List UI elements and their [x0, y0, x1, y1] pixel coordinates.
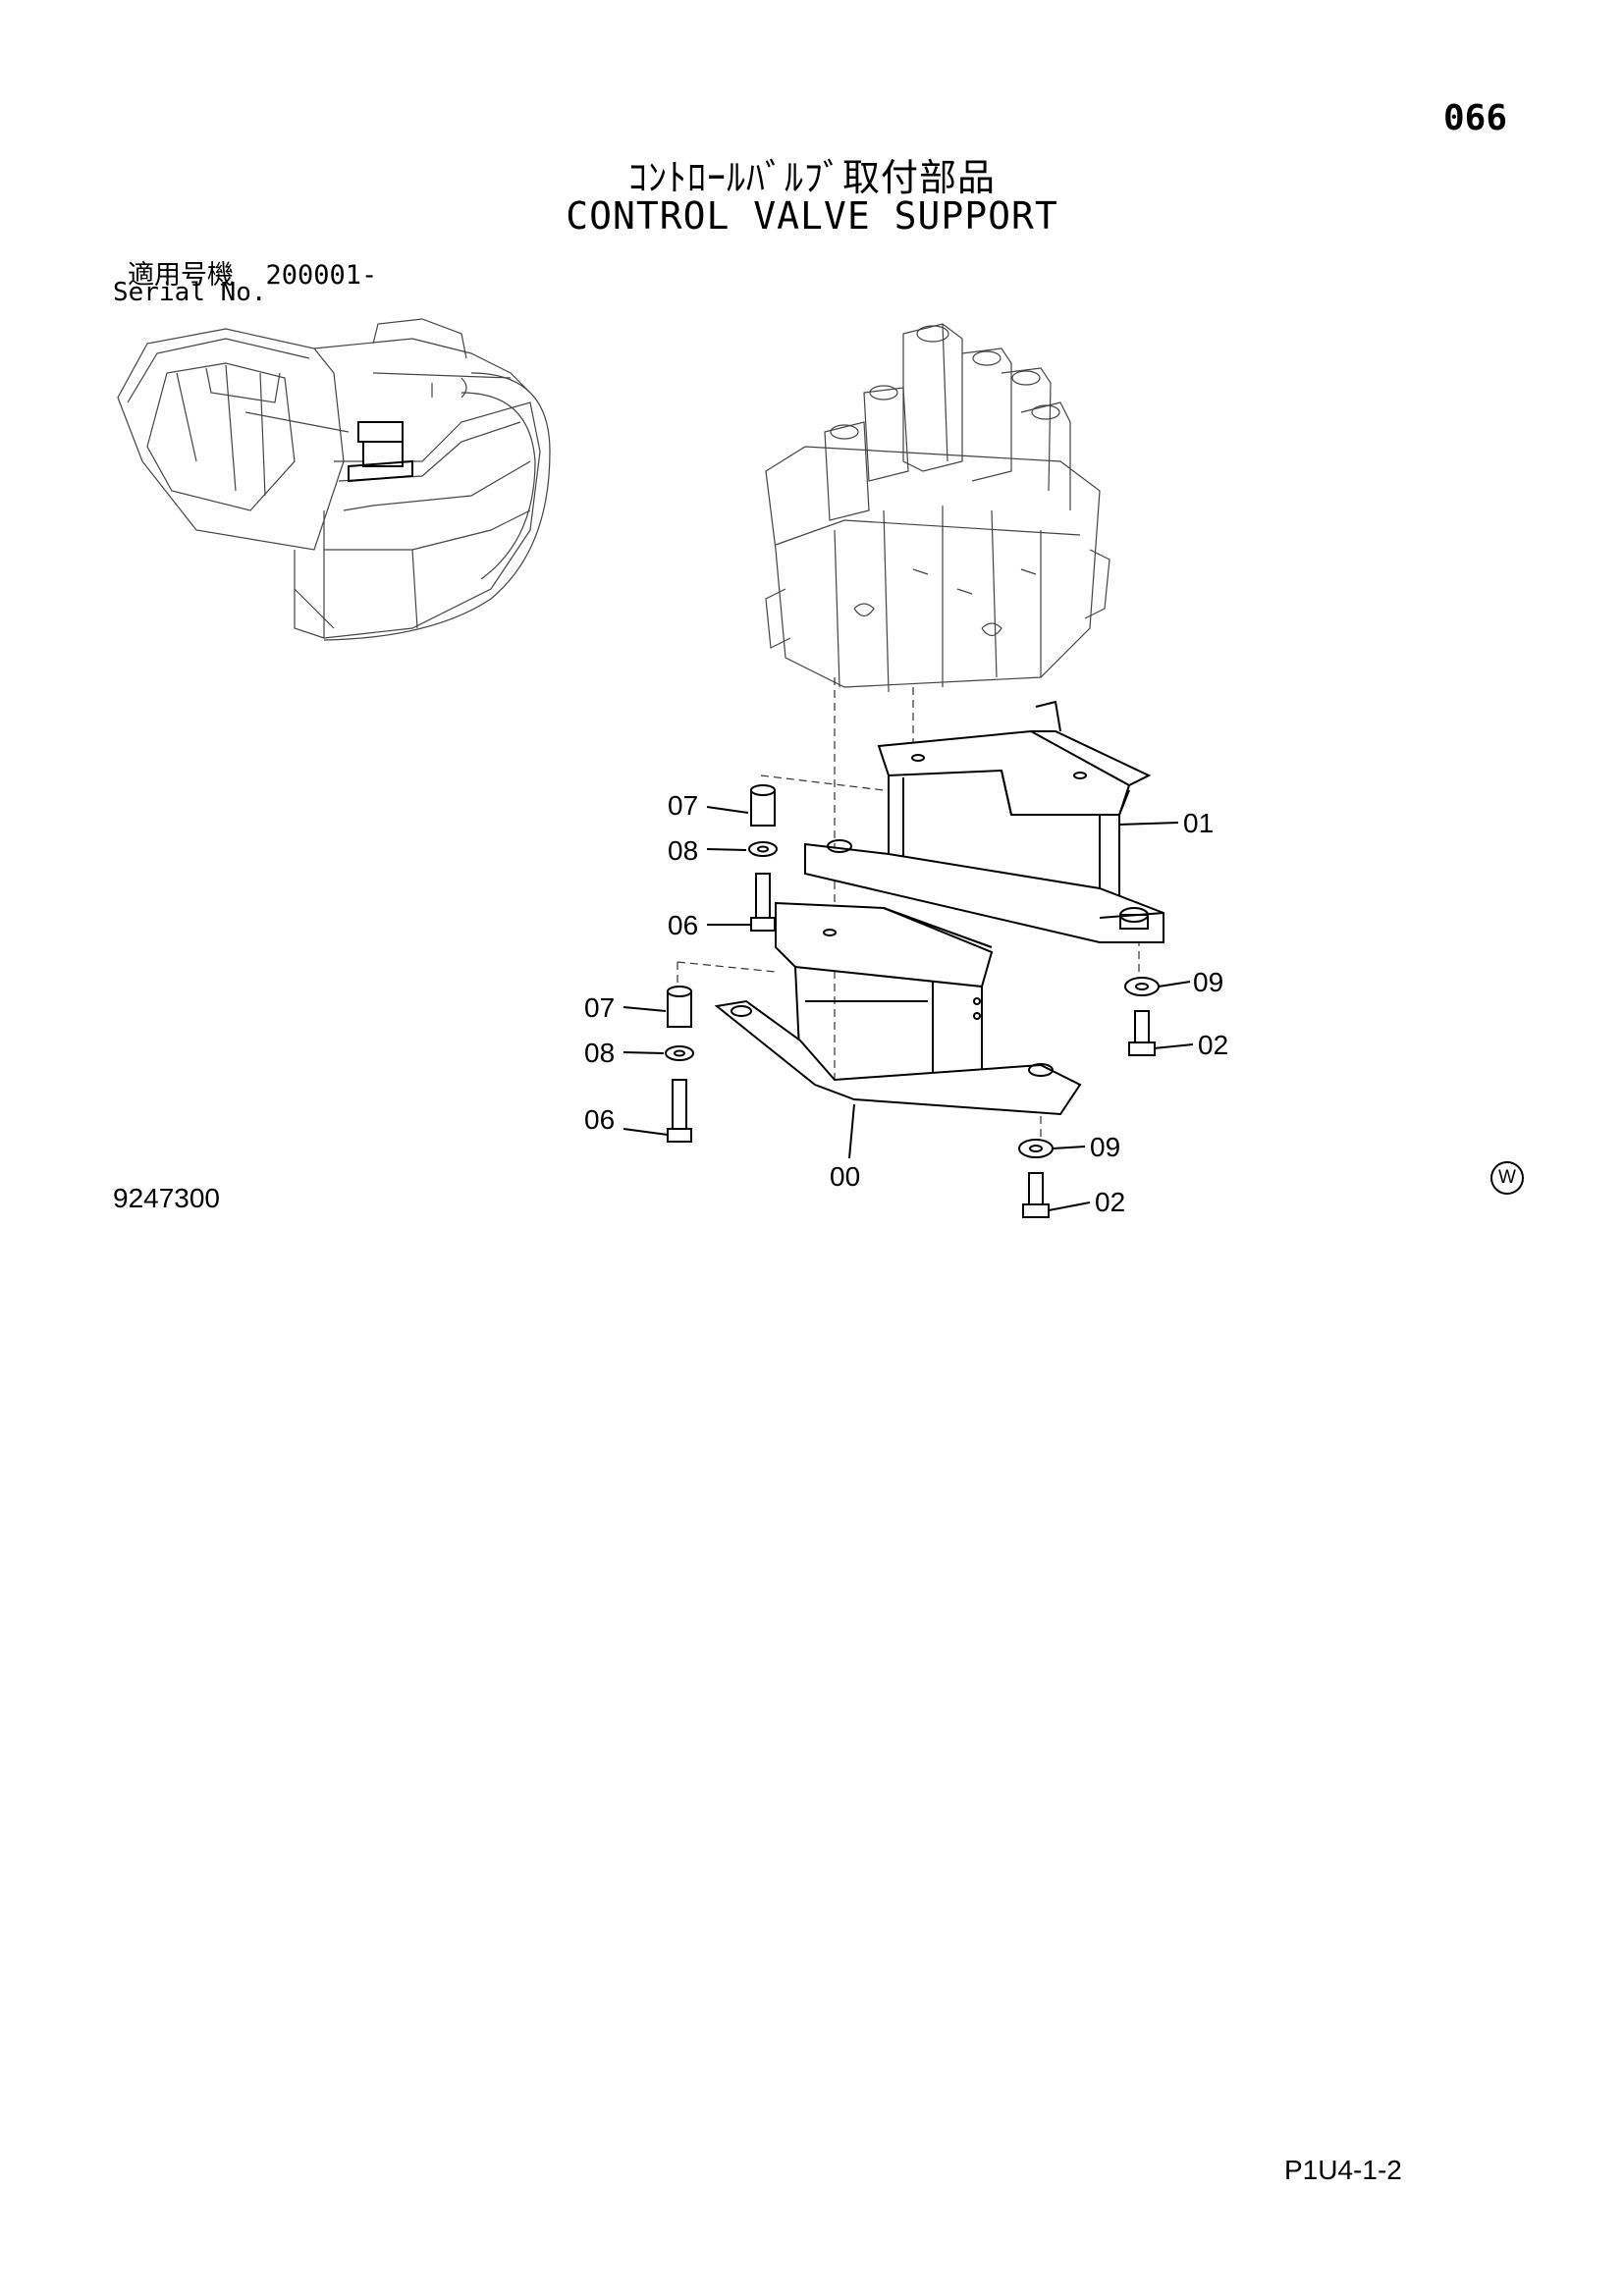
- bolt-02-upper: [1128, 1010, 1156, 1056]
- callout-02-upper: 02: [1198, 1030, 1228, 1060]
- serial-value: 200001-: [265, 260, 378, 291]
- upper-bracket-01: [804, 700, 1164, 943]
- callout-06-lower: 06: [584, 1104, 615, 1135]
- lower-bracket-00: [714, 901, 1082, 1116]
- bolt-06-lower: [667, 1079, 692, 1143]
- excavator-overview-illustration: [117, 318, 551, 641]
- washer-08-lower: [665, 1045, 694, 1061]
- drawing-number: 9247300: [113, 1183, 221, 1213]
- callout-07-lower: 07: [584, 992, 615, 1023]
- spacer-07-upper: [750, 784, 776, 827]
- washer-08-upper: [748, 841, 778, 857]
- callout-01: 01: [1183, 808, 1214, 838]
- serial-label-english: Serial No.: [113, 278, 267, 307]
- callout-07-upper: 07: [668, 790, 698, 821]
- callout-09-upper: 09: [1193, 967, 1223, 997]
- bolt-02-lower: [1022, 1172, 1050, 1218]
- circled-mark: W: [1490, 1161, 1524, 1195]
- bolt-06-upper: [750, 873, 776, 932]
- callout-00: 00: [830, 1161, 860, 1192]
- serial-row: 適用号機 200001-: [128, 253, 377, 292]
- page-number: 066: [1443, 98, 1508, 138]
- callout-06-upper: 06: [668, 910, 698, 940]
- washer-09-upper: [1124, 977, 1160, 996]
- callout-09-lower: 09: [1090, 1132, 1120, 1162]
- title-japanese: ｺﾝﾄﾛｰﾙﾊﾞﾙﾌﾞ取付部品: [627, 156, 996, 199]
- title-english: CONTROL VALVE SUPPORT: [566, 194, 1058, 238]
- callout-08-lower: 08: [584, 1038, 615, 1068]
- control-valve-illustration: [765, 323, 1110, 693]
- serial-label-japanese: 適用号機: [128, 260, 234, 291]
- washer-09-lower: [1018, 1139, 1054, 1158]
- leader-lines: [623, 806, 1194, 1211]
- spacer-07-lower: [667, 986, 692, 1028]
- callout-02-lower: 02: [1095, 1187, 1125, 1217]
- callout-08-upper: 08: [668, 835, 698, 866]
- page-code: P1U4-1-2: [1284, 2155, 1402, 2185]
